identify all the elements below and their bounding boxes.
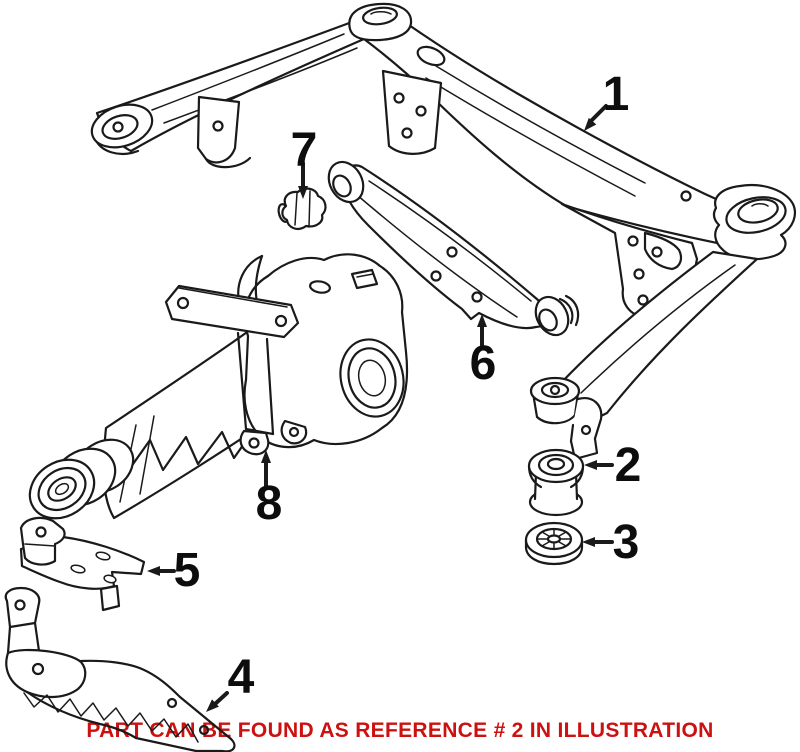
callout-8-label: 8 (256, 477, 283, 530)
callout-6-label: 6 (470, 337, 497, 390)
callout-2-label: 2 (615, 439, 642, 492)
callout-1: 1 (584, 68, 629, 131)
part-4-support-bracket (4, 586, 236, 752)
callout-4-arrow (213, 691, 229, 706)
callout-3-label: 3 (613, 516, 640, 569)
callout-8: 8 (256, 450, 283, 530)
part-6-control-arm (327, 160, 580, 337)
callout-2: 2 (584, 439, 641, 492)
callout-7: 7 (291, 124, 318, 199)
callout-6: 6 (470, 314, 497, 390)
part-8-differential (28, 253, 409, 520)
part-2-subframe-bushing (527, 448, 585, 517)
part-3-bushing-washer (524, 521, 584, 566)
part-5-mount-bracket (19, 516, 146, 612)
callout-5: 5 (147, 544, 200, 597)
callout-4-label: 4 (228, 651, 255, 704)
callout-1-arrow (588, 104, 608, 124)
part-1-subframe-crossmember (90, 2, 797, 461)
callout-4: 4 (206, 651, 255, 712)
callout-1-label: 1 (603, 68, 630, 121)
callout-5-label: 5 (174, 544, 201, 597)
callout-7-label: 7 (291, 124, 318, 177)
callout-3: 3 (582, 516, 639, 569)
caption: PART CAN BE FOUND AS REFERENCE # 2 IN IL… (86, 719, 714, 742)
part-7-nut (277, 187, 327, 230)
